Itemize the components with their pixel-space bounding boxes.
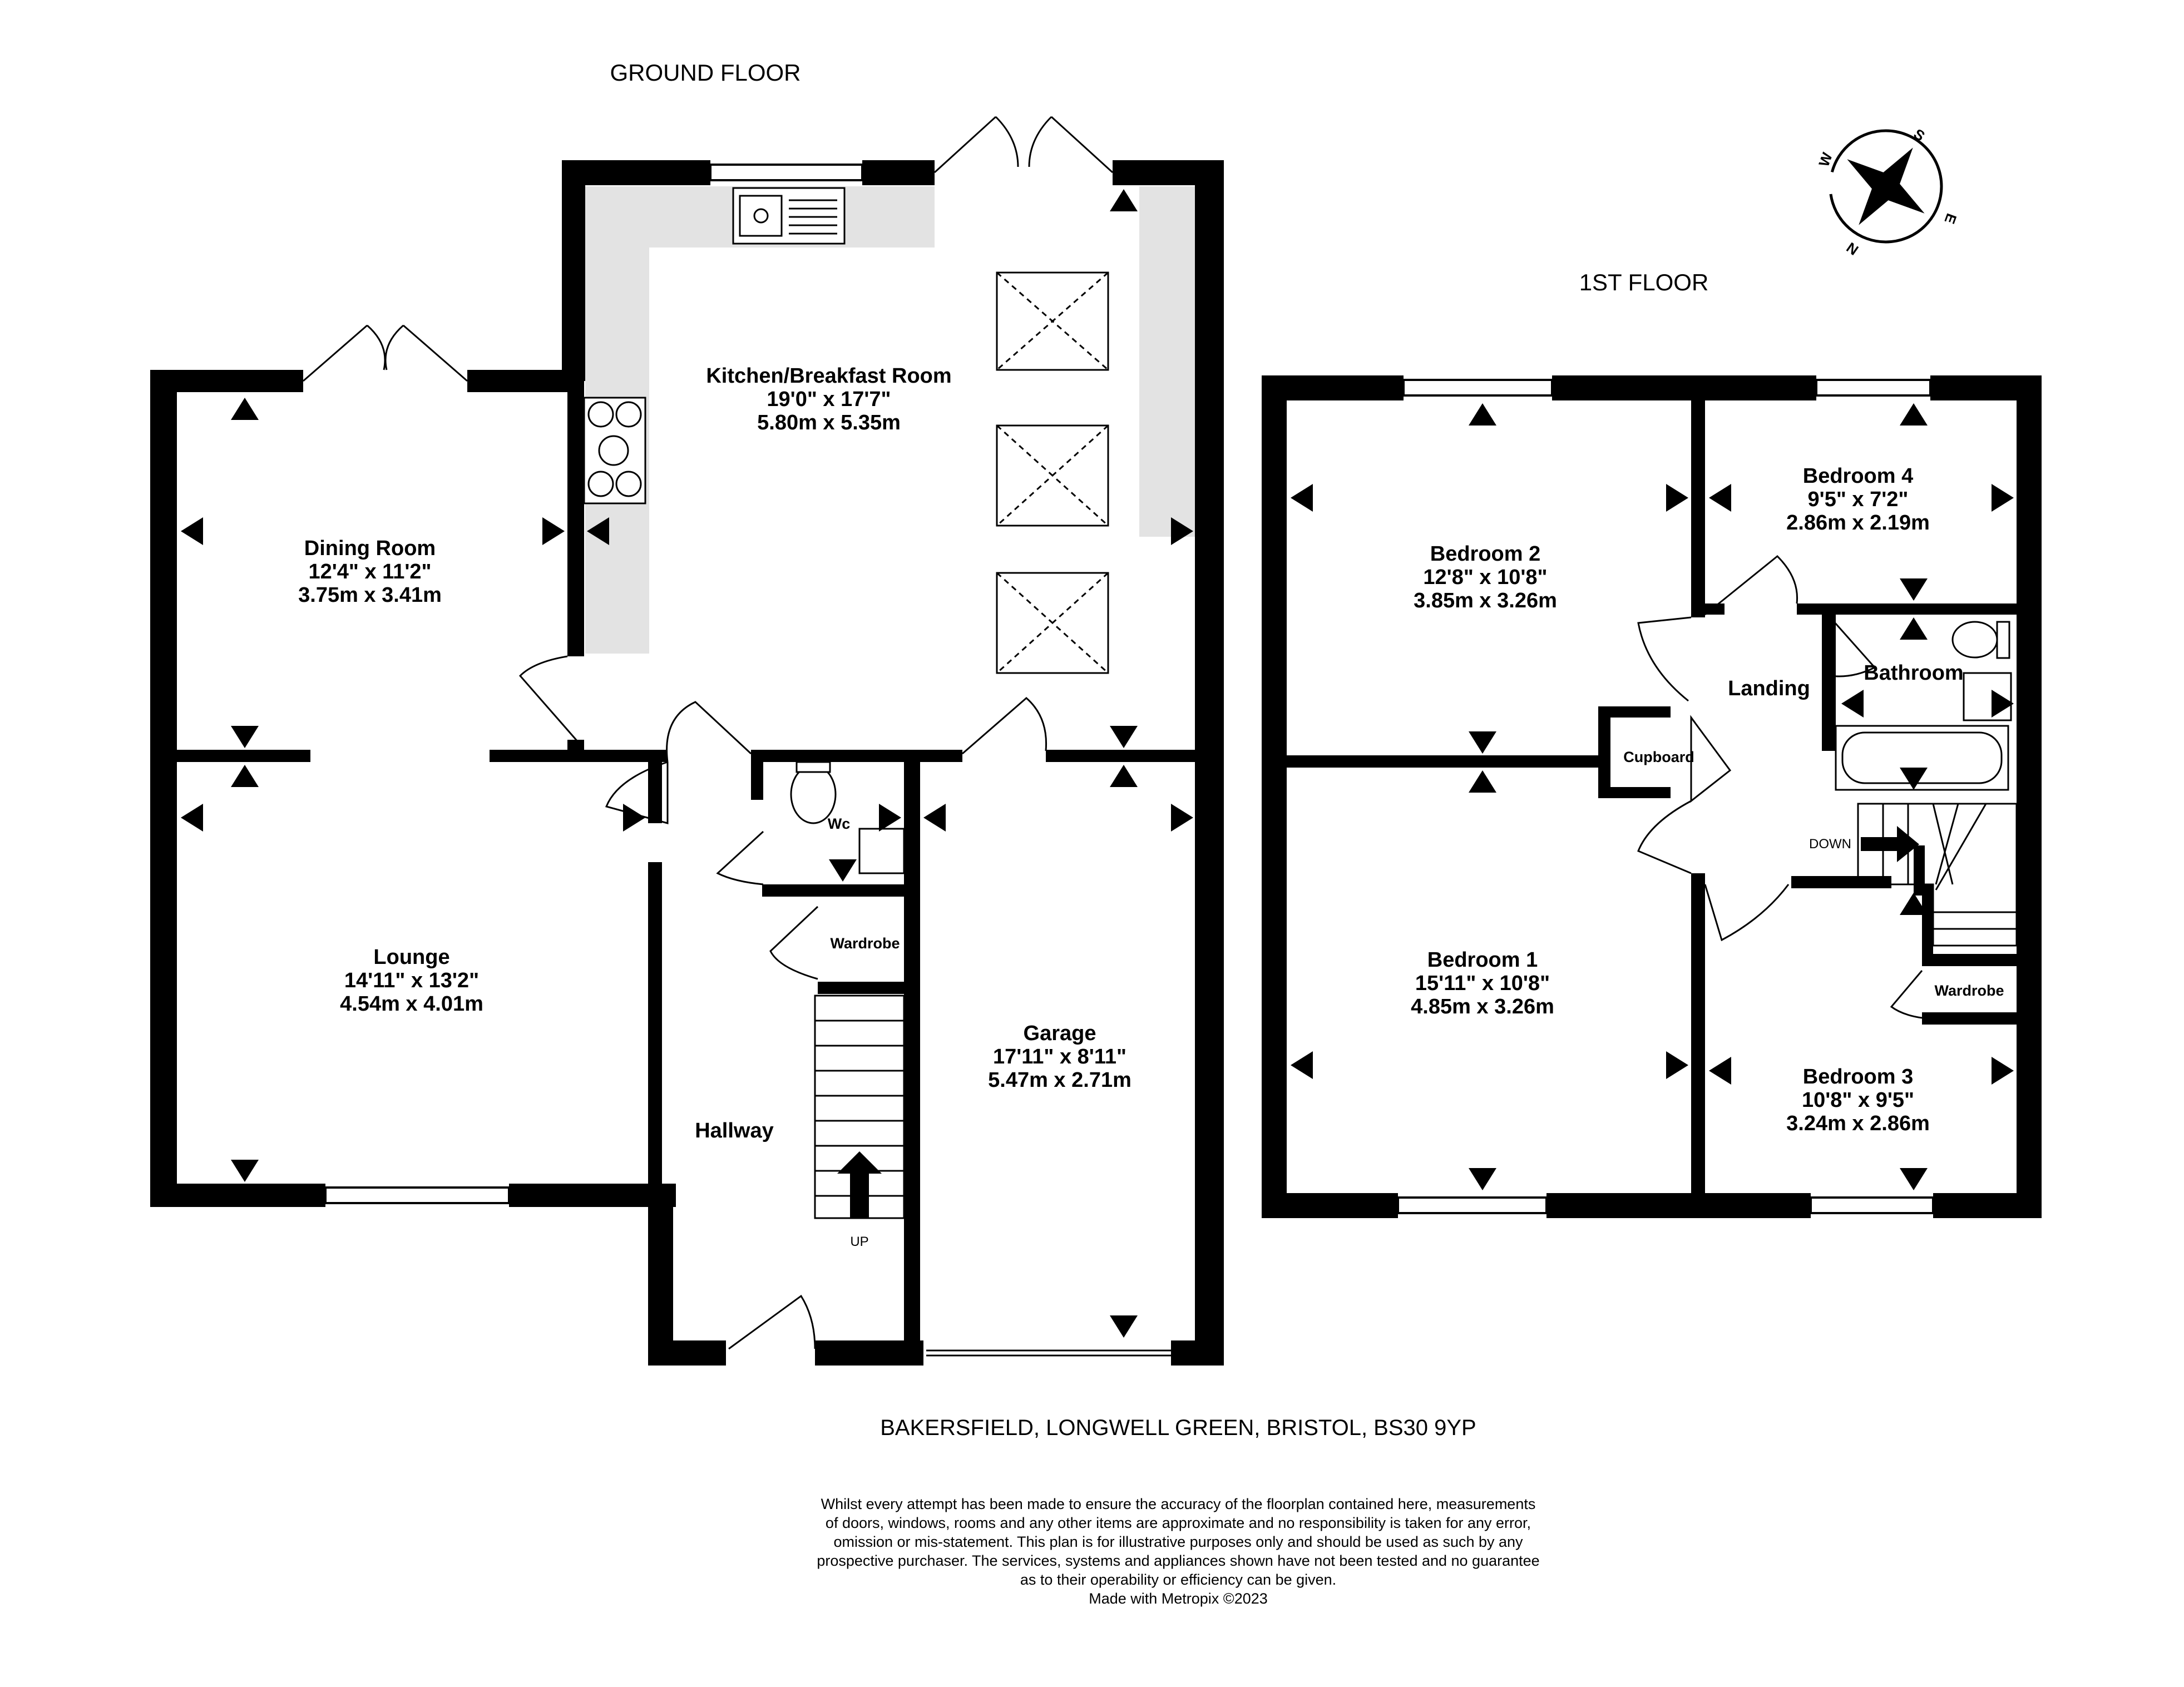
svg-text:Bedroom 1: Bedroom 1 bbox=[1427, 948, 1538, 972]
svg-text:12'8" x 10'8": 12'8" x 10'8" bbox=[1423, 566, 1547, 589]
svg-text:Lounge: Lounge bbox=[373, 946, 449, 969]
kitchen-fixtures bbox=[583, 187, 1109, 674]
bathroom-label: Bathroom bbox=[1864, 661, 1963, 685]
svg-text:3.85m x 3.26m: 3.85m x 3.26m bbox=[1414, 589, 1557, 612]
landing-label: Landing bbox=[1728, 677, 1810, 700]
first-floor-title: 1ST FLOOR bbox=[1579, 269, 1709, 295]
dining-room-label: Dining Room 12'4" x 11'2" 3.75m x 3.41m bbox=[298, 537, 442, 607]
svg-text:Made with Metropix ©2023: Made with Metropix ©2023 bbox=[1089, 1590, 1268, 1607]
svg-text:of doors, windows, rooms and a: of doors, windows, rooms and any other i… bbox=[826, 1515, 1531, 1531]
svg-text:Dining Room: Dining Room bbox=[304, 537, 436, 560]
svg-text:prospective purchaser. The ser: prospective purchaser. The services, sys… bbox=[817, 1552, 1539, 1569]
first-floor-stairs: DOWN bbox=[1809, 803, 2018, 947]
svg-text:omission or mis-statement. Thi: omission or mis-statement. This plan is … bbox=[833, 1533, 1523, 1550]
svg-text:17'11" x 8'11": 17'11" x 8'11" bbox=[993, 1045, 1126, 1068]
stairs-up-label: UP bbox=[850, 1234, 868, 1249]
svg-text:14'11" x 13'2": 14'11" x 13'2" bbox=[344, 969, 479, 992]
ground-floor: GROUND FLOOR bbox=[150, 60, 1224, 1366]
wc-label: Wc bbox=[828, 815, 851, 832]
svg-text:Whilst every attempt has been: Whilst every attempt has been made to en… bbox=[821, 1496, 1536, 1512]
first-floor-arrows bbox=[1291, 403, 2014, 1190]
svg-text:2.86m x 2.19m: 2.86m x 2.19m bbox=[1786, 511, 1930, 535]
compass-letter-n: N bbox=[1844, 239, 1862, 259]
bedroom-4-label: Bedroom 4 9'5" x 7'2" 2.86m x 2.19m bbox=[1786, 464, 1930, 535]
compass-letter-s: S bbox=[1910, 125, 1928, 145]
first-floor: 1ST FLOOR bbox=[1262, 269, 2042, 1218]
svg-text:Bedroom 4: Bedroom 4 bbox=[1803, 464, 1913, 488]
first-wardrobe-label: Wardrobe bbox=[1934, 982, 2004, 999]
svg-text:9'5" x 7'2": 9'5" x 7'2" bbox=[1808, 488, 1909, 511]
lounge-label: Lounge 14'11" x 13'2" 4.54m x 4.01m bbox=[340, 946, 483, 1016]
first-floor-walls bbox=[1262, 375, 2042, 1218]
svg-text:Bedroom 2: Bedroom 2 bbox=[1430, 542, 1540, 566]
kitchen-label: Kitchen/Breakfast Room 19'0" x 17'7" 5.8… bbox=[706, 364, 951, 434]
svg-text:Kitchen/Breakfast Room: Kitchen/Breakfast Room bbox=[706, 364, 951, 388]
svg-text:5.80m x 5.35m: 5.80m x 5.35m bbox=[757, 411, 901, 434]
svg-text:Bedroom 3: Bedroom 3 bbox=[1803, 1065, 1913, 1089]
svg-text:12'4" x 11'2": 12'4" x 11'2" bbox=[308, 560, 431, 583]
svg-text:as to their operability or eff: as to their operability or efficiency ca… bbox=[1020, 1571, 1336, 1588]
svg-text:Garage: Garage bbox=[1024, 1022, 1096, 1045]
svg-text:4.85m x 3.26m: 4.85m x 3.26m bbox=[1411, 995, 1554, 1018]
stairs-down-label: DOWN bbox=[1809, 837, 1851, 852]
garage-label: Garage 17'11" x 8'11" 5.47m x 2.71m bbox=[988, 1022, 1131, 1092]
svg-text:15'11" x 10'8": 15'11" x 10'8" bbox=[1415, 972, 1550, 995]
first-floor-doors bbox=[1637, 555, 1923, 1019]
ground-floor-title: GROUND FLOOR bbox=[610, 60, 801, 86]
disclaimer-block: Whilst every attempt has been made to en… bbox=[817, 1496, 1539, 1607]
svg-text:19'0" x 17'7": 19'0" x 17'7" bbox=[767, 388, 891, 411]
ground-arrows bbox=[181, 189, 1193, 1338]
ground-doors bbox=[303, 116, 1114, 1350]
ground-stairs: UP bbox=[814, 995, 905, 1249]
compass-letter-e: E bbox=[1941, 211, 1960, 226]
svg-text:4.54m x 4.01m: 4.54m x 4.01m bbox=[340, 992, 483, 1016]
bedroom-2-label: Bedroom 2 12'8" x 10'8" 3.85m x 3.26m bbox=[1414, 542, 1557, 612]
compass-rose: S W N E bbox=[1815, 125, 1960, 259]
first-floor-windows bbox=[1397, 379, 1934, 1214]
property-address: BAKERSFIELD, LONGWELL GREEN, BRISTOL, BS… bbox=[880, 1416, 1476, 1440]
wc-fixtures bbox=[790, 761, 905, 874]
left-block-walls bbox=[150, 370, 676, 1207]
svg-text:3.24m x 2.86m: 3.24m x 2.86m bbox=[1786, 1112, 1930, 1135]
bedroom-1-label: Bedroom 1 15'11" x 10'8" 4.85m x 3.26m bbox=[1411, 948, 1554, 1018]
kitchen-garage-walls bbox=[562, 160, 1224, 1366]
bedroom-3-label: Bedroom 3 10'8" x 9'5" 3.24m x 2.86m bbox=[1786, 1065, 1930, 1135]
ground-wardrobe-label: Wardrobe bbox=[830, 935, 900, 952]
bathroom-fixtures bbox=[1835, 621, 2012, 791]
svg-text:3.75m x 3.41m: 3.75m x 3.41m bbox=[298, 583, 442, 607]
hallway-label: Hallway bbox=[695, 1119, 774, 1142]
ground-windows bbox=[324, 164, 1171, 1357]
svg-text:10'8" x 9'5": 10'8" x 9'5" bbox=[1802, 1089, 1914, 1112]
cupboard-label: Cupboard bbox=[1623, 749, 1694, 765]
svg-text:5.47m x 2.71m: 5.47m x 2.71m bbox=[988, 1068, 1131, 1092]
